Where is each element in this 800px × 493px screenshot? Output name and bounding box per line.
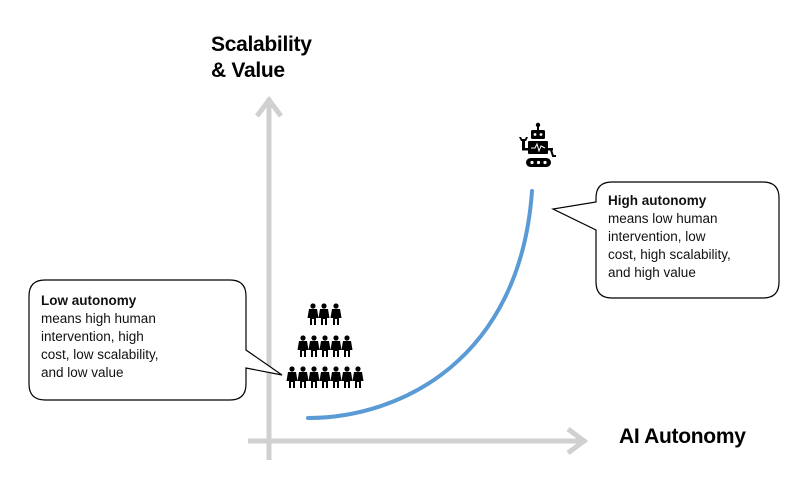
low-autonomy-callout: Low autonomy means high human interventi… [41, 292, 241, 382]
y-axis [255, 95, 283, 460]
high-autonomy-line: and high value [608, 265, 696, 280]
low-autonomy-line: cost, low scalability, [41, 347, 159, 362]
high-autonomy-callout: High autonomy means low human interventi… [608, 192, 788, 282]
high-autonomy-heading: High autonomy [608, 193, 707, 208]
x-axis [248, 427, 589, 455]
low-autonomy-callout-bubble [28, 279, 283, 401]
low-autonomy-line: and low value [41, 365, 124, 380]
high-autonomy-line: intervention, low [608, 229, 706, 244]
low-autonomy-heading: Low autonomy [41, 293, 137, 308]
high-autonomy-line: cost, high scalability, [608, 247, 731, 262]
y-axis-title: Scalability & Value [211, 32, 312, 84]
y-axis-title-line1: Scalability [211, 33, 312, 56]
autonomy-value-curve [306, 189, 534, 420]
crowd-of-people-icon [286, 303, 364, 388]
low-autonomy-line: intervention, high [41, 329, 144, 344]
high-autonomy-line: means low human [608, 211, 718, 226]
robot-icon [519, 122, 556, 167]
high-autonomy-callout-bubble [551, 181, 780, 299]
x-axis-title: AI Autonomy [619, 425, 746, 448]
low-autonomy-line: means high human [41, 311, 156, 326]
y-axis-title-line2: & Value [211, 59, 285, 82]
